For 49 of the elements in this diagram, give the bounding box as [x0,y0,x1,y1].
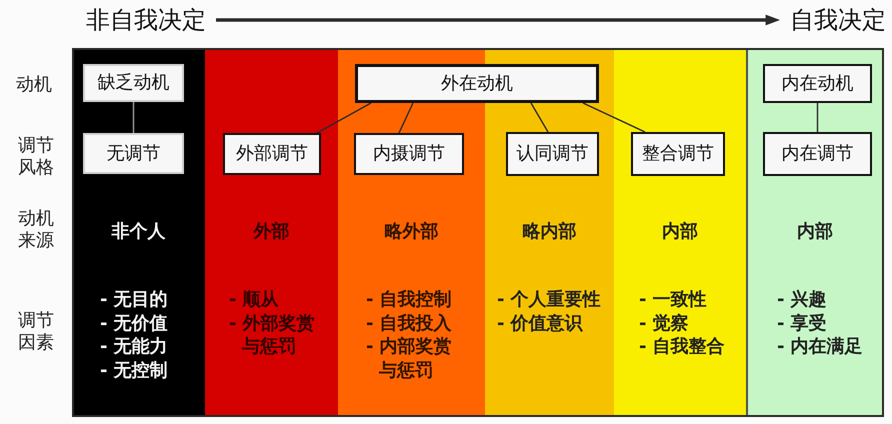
label-box: 认同调节 [506,132,599,176]
list-item: - 价值意识 [497,312,583,335]
row-label: 调节因素 [17,310,55,354]
list-item: - 内部奖赏与惩罚 [366,335,453,382]
list-item: - 内在满足 [777,335,863,358]
list-item: - 一致性 [639,288,707,312]
row-label: 动机来源 [17,208,55,252]
list-item: - 觉察 [639,312,689,335]
list-item: - 无能力 [100,335,168,358]
list-item: - 外部奖赏与惩罚 [229,312,316,358]
label-box: 外部调节 [223,133,321,175]
column-band [746,48,884,417]
list-item: - 个人重要性 [497,288,601,312]
label-box: 整合调节 [631,132,725,176]
label-box: 外在动机 [355,64,599,103]
column-heading: 非个人 [112,221,166,242]
column-band [614,48,746,417]
list-item: - 自我整合 [639,335,725,358]
column-heading: 内部 [797,221,833,242]
scale-label: 非自我决定 [86,5,216,35]
label-box: 内摄调节 [354,133,464,175]
row-label: 动机 [16,74,52,96]
label-box: 内在调节 [763,132,872,176]
list-item: - 无价值 [100,312,168,335]
connector-line [316,102,372,134]
connector-line [816,103,818,132]
connector-line [398,102,414,134]
label-box: 缺乏动机 [83,64,184,102]
list-item: - 自我投入 [366,312,452,335]
label-box: 无调节 [83,133,184,174]
column-heading: 略外部 [384,221,438,242]
label-box: 内在动机 [763,64,872,103]
connector-line [132,102,134,133]
connector-line [582,102,646,133]
list-item: - 自我控制 [366,288,452,312]
list-item: - 无目的 [100,288,168,312]
connector-line [530,102,549,132]
scale-label: 自我决定 [780,5,886,35]
column-band [205,48,338,417]
list-item: - 享受 [777,312,827,335]
list-item: - 无控制 [100,358,168,382]
column-heading: 略内部 [522,221,576,242]
column-heading: 外部 [254,221,290,242]
list-item: - 顺从 [229,288,279,312]
list-item: - 兴趣 [777,288,827,312]
column-band [72,48,205,417]
row-label: 调节风格 [17,135,55,179]
arrow [216,14,780,26]
column-heading: 内部 [662,221,698,242]
